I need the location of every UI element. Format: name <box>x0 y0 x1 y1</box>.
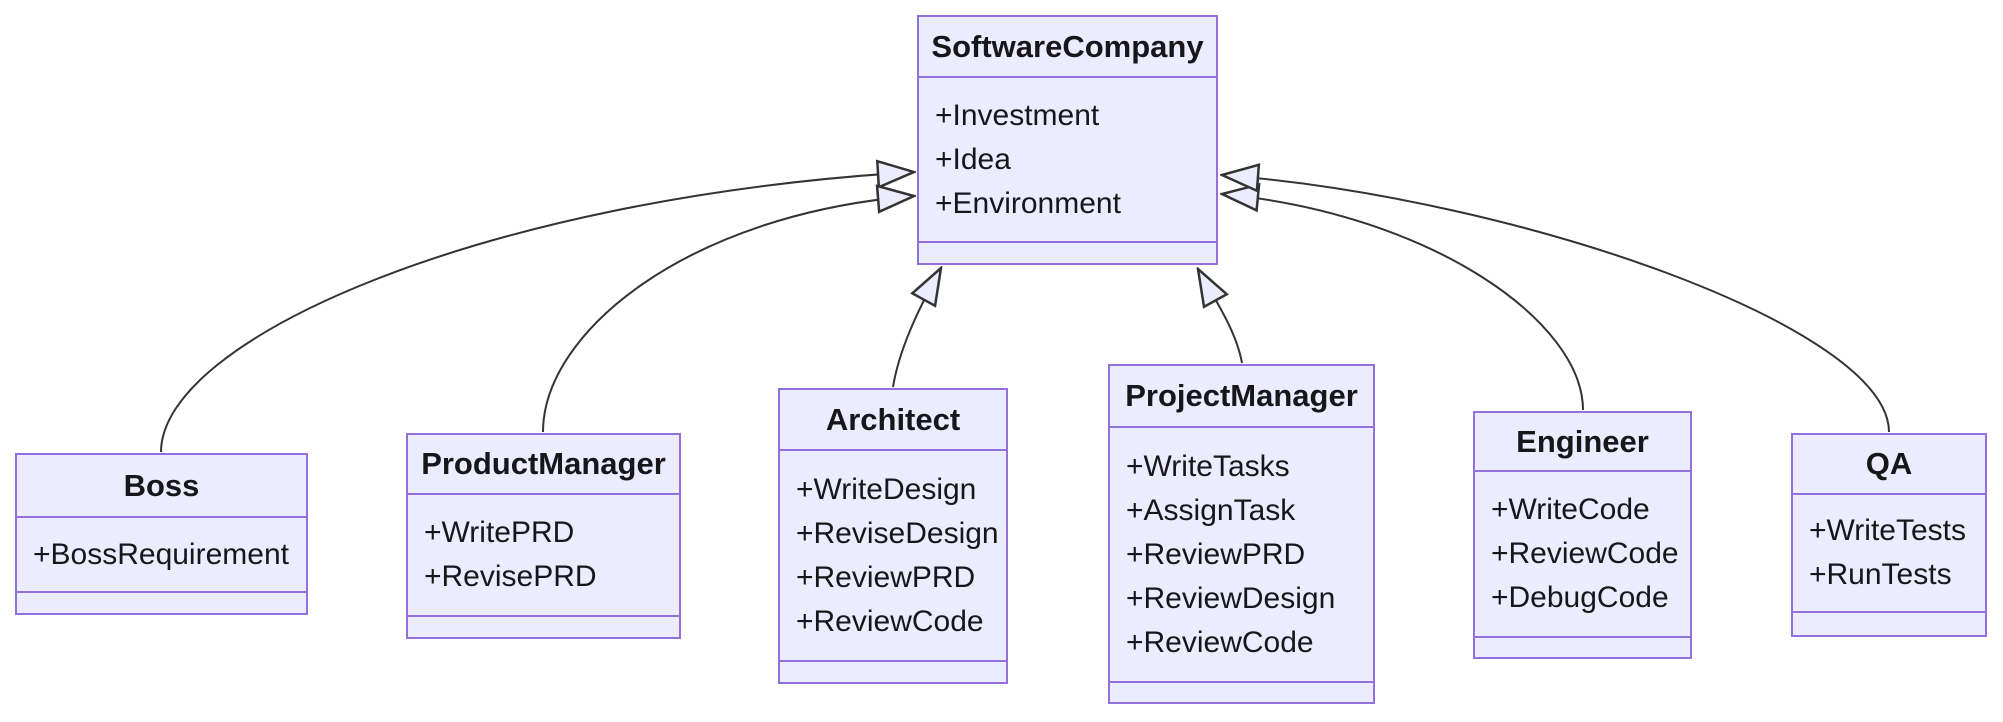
class-title: ProjectManager <box>1110 366 1373 428</box>
class-attribute: +RevisePRD <box>424 560 597 593</box>
class-attribute: +ReviewCode <box>796 604 984 638</box>
class-title: SoftwareCompany <box>919 17 1216 78</box>
class-node-projectmanager: ProjectManager +WriteTasks +AssignTask +Re… <box>1108 364 1375 704</box>
class-node-qa: QA +WriteTests +RunTests <box>1791 433 1987 637</box>
class-attribute: +Environment <box>935 186 1121 220</box>
class-attribute: +WriteTests <box>1809 514 1966 547</box>
class-attributes: +WriteTasks +AssignTask +ReviewPRD +ReviewD… <box>1110 428 1373 681</box>
class-attribute: +ReviewCode <box>1126 625 1314 659</box>
class-attribute: +RunTests <box>1809 558 1952 591</box>
class-title: Architect <box>780 390 1006 451</box>
class-methods-empty <box>1793 611 1985 635</box>
class-attribute: +WriteDesign <box>796 472 977 506</box>
edge-productmanager-to-softwarecompany <box>542 196 914 433</box>
class-attribute: +BossRequirement <box>33 537 289 571</box>
class-methods-empty <box>1110 681 1373 702</box>
class-methods-empty <box>780 660 1006 682</box>
class-methods-empty <box>17 591 306 613</box>
class-attribute: +AssignTask <box>1126 493 1296 527</box>
class-attribute: +DebugCode <box>1491 581 1669 614</box>
class-node-engineer: Engineer +WriteCode +ReviewCode +DebugCode <box>1473 411 1692 659</box>
edge-qa-to-softwarecompany <box>1222 175 1890 433</box>
class-node-boss: Boss +BossRequirement <box>15 453 308 615</box>
class-title: Engineer <box>1475 413 1690 472</box>
class-attribute: +ReviewPRD <box>796 560 976 594</box>
class-attribute: +ReviewDesign <box>1126 581 1336 615</box>
class-attribute: +WritePRD <box>424 516 575 549</box>
class-methods-empty <box>408 615 679 637</box>
class-methods-empty <box>1475 636 1690 657</box>
class-attributes: +WriteDesign +ReviseDesign +ReviewPRD +Revi… <box>780 451 1006 660</box>
class-node-architect: Architect +WriteDesign +ReviseDesign +Revi… <box>778 388 1008 684</box>
class-title: Boss <box>17 455 306 518</box>
class-attributes: +Investment +Idea +Environment <box>919 78 1216 241</box>
class-attribute: +Idea <box>935 142 1011 176</box>
class-node-productmanager: ProductManager +WritePRD +RevisePRD <box>406 433 681 639</box>
class-title: QA <box>1793 435 1985 495</box>
class-attribute: +WriteCode <box>1491 493 1650 526</box>
class-attribute: +ReviewPRD <box>1126 537 1306 571</box>
class-attribute: +ReviseDesign <box>796 516 999 550</box>
class-attribute: +Investment <box>935 98 1100 132</box>
class-attribute: +WriteTasks <box>1126 449 1290 483</box>
class-attributes: +BossRequirement <box>17 518 306 591</box>
class-title: ProductManager <box>408 435 679 495</box>
class-attribute: +ReviewCode <box>1491 537 1679 570</box>
class-attributes: +WriteTests +RunTests <box>1793 495 1985 611</box>
edge-projectmanager-to-softwarecompany <box>1198 269 1243 364</box>
edge-boss-to-softwarecompany <box>160 172 914 453</box>
class-attributes: +WritePRD +RevisePRD <box>408 495 679 615</box>
class-node-softwarecompany: SoftwareCompany +Investment +Idea +Environ… <box>917 15 1218 265</box>
class-attributes: +WriteCode +ReviewCode +DebugCode <box>1475 472 1690 636</box>
class-methods-empty <box>919 241 1216 263</box>
edge-architect-to-softwarecompany <box>892 268 941 388</box>
edge-engineer-to-softwarecompany <box>1222 194 1584 411</box>
